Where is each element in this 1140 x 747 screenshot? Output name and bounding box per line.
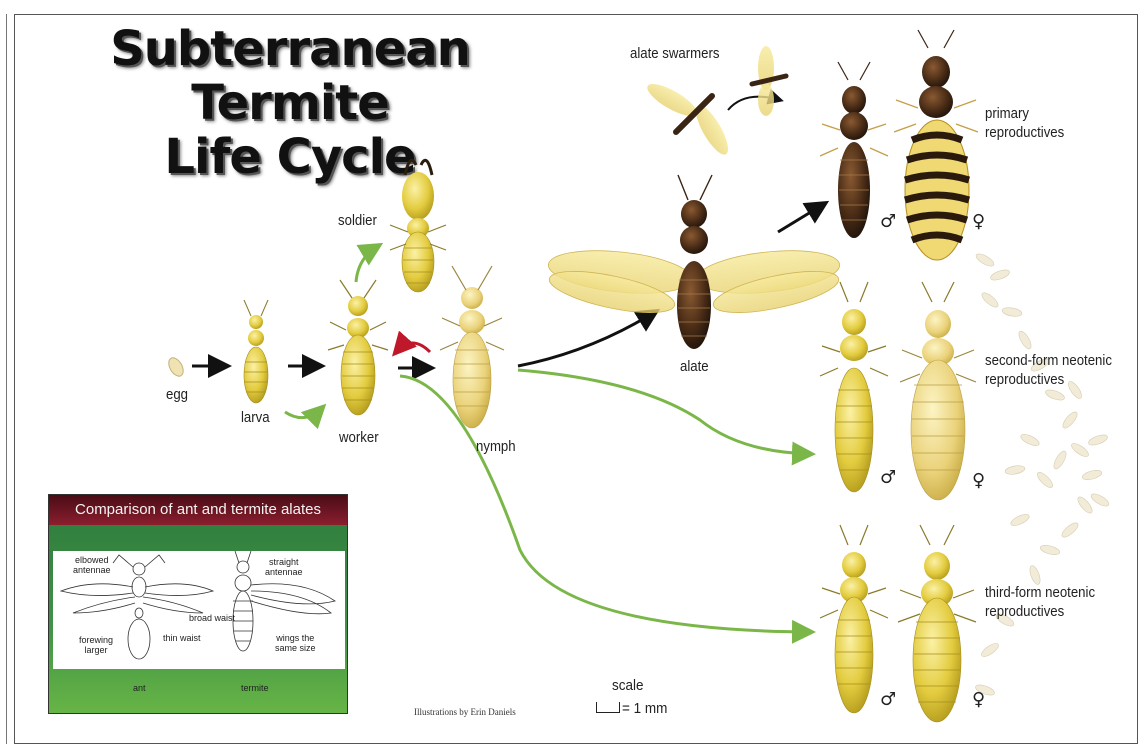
second-form-female-icon xyxy=(900,282,976,500)
label-alate-swarmers: alate swarmers xyxy=(630,44,719,63)
second-form-male-icon xyxy=(820,282,888,492)
label-worker: worker xyxy=(339,428,379,447)
worker-icon xyxy=(328,280,388,415)
label-nymph: nymph xyxy=(476,437,516,456)
comparison-panel: elbowed antennae forewing larger thin wa… xyxy=(53,551,345,669)
label-second-form: second-form neotenic reproductives xyxy=(985,351,1112,389)
larva-icon xyxy=(244,300,268,403)
nymph-icon xyxy=(440,266,504,428)
primary-queen-icon xyxy=(894,30,978,260)
female-symbol: ♀ xyxy=(972,470,985,491)
label-egg: egg xyxy=(166,385,188,404)
label-straight-antennae: straight antennae xyxy=(265,557,303,577)
label-soldier: soldier xyxy=(338,211,377,230)
arrow-worker-to-soldier xyxy=(356,246,378,282)
arrow-larva-to-worker-green xyxy=(285,408,322,418)
soldier-icon xyxy=(390,160,446,292)
female-symbol: ♀ xyxy=(972,211,985,232)
label-larva: larva xyxy=(241,408,270,427)
alate-icon xyxy=(546,175,842,349)
comparison-title: Comparison of ant and termite alates xyxy=(49,495,347,525)
egg-icon xyxy=(166,355,186,378)
comparison-inset: Comparison of ant and termite alates xyxy=(48,494,348,714)
male-symbol: ♂ xyxy=(880,211,896,232)
egg-cluster xyxy=(974,252,1110,698)
scale-value: = 1 mm xyxy=(622,700,667,717)
arrow-nymph-to-alate xyxy=(518,312,655,366)
arrow-nymph-to-worker xyxy=(396,343,430,352)
female-symbol: ♀ xyxy=(972,689,985,710)
scale-label: scale xyxy=(612,677,644,694)
arrow-nymph-to-second-form xyxy=(518,370,810,454)
label-termite: termite xyxy=(241,683,269,693)
label-elbowed-antennae: elbowed antennae xyxy=(73,555,111,575)
primary-male-icon xyxy=(820,62,888,238)
label-forewing-larger: forewing larger xyxy=(79,635,113,655)
label-alate: alate xyxy=(680,357,709,376)
label-wings-same-size: wings the same size xyxy=(275,633,316,653)
male-symbol: ♂ xyxy=(880,689,896,710)
label-thin-waist: thin waist xyxy=(163,633,201,643)
third-form-female-icon xyxy=(898,525,976,722)
male-symbol: ♂ xyxy=(880,467,896,488)
arrow-alate-to-primary xyxy=(778,204,824,232)
label-broad-waist: broad waist xyxy=(189,613,235,623)
label-ant: ant xyxy=(133,683,146,693)
third-form-male-icon xyxy=(820,525,888,713)
label-primary-reproductives: primary reproductives xyxy=(985,104,1064,142)
scale-bar xyxy=(596,702,620,713)
illustration-credit: Illustrations by Erin Daniels xyxy=(414,707,516,717)
label-third-form: third-form neotenic reproductives xyxy=(985,583,1095,621)
